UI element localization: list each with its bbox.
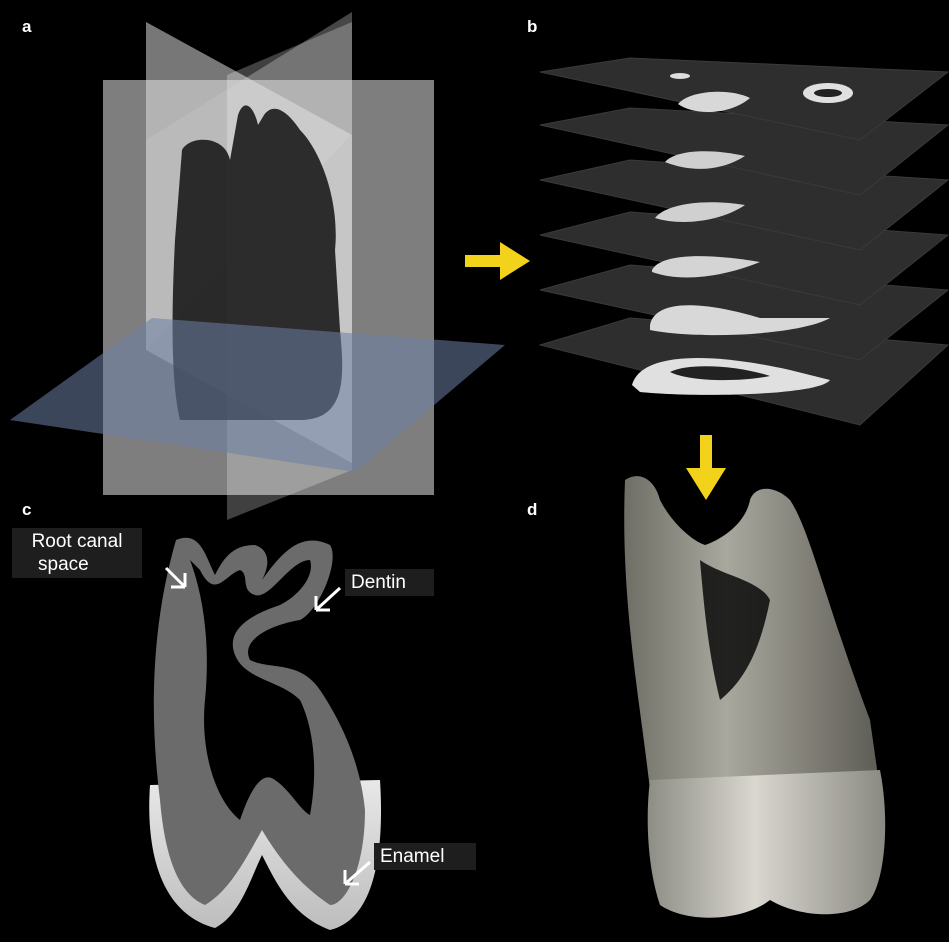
enamel-label: Enamel xyxy=(374,843,476,870)
arrow-a-to-b xyxy=(465,242,530,280)
tooth-crown xyxy=(648,770,886,918)
dentin-label: Dentin xyxy=(345,569,434,596)
panel-label-a: a xyxy=(22,17,31,37)
panel-b-slices xyxy=(540,58,948,425)
panel-label-d: d xyxy=(527,500,537,520)
root-canal-label-line2: space xyxy=(18,553,136,576)
root-canal-label-line1: Root canal xyxy=(18,530,136,553)
panel-label-b: b xyxy=(527,17,537,37)
arrow-b-to-d xyxy=(686,435,726,500)
panel-d-render xyxy=(624,476,885,918)
panel-label-c: c xyxy=(22,500,31,520)
panel-a-planes xyxy=(10,12,505,520)
root-canal-label: Root canal space xyxy=(12,528,142,578)
